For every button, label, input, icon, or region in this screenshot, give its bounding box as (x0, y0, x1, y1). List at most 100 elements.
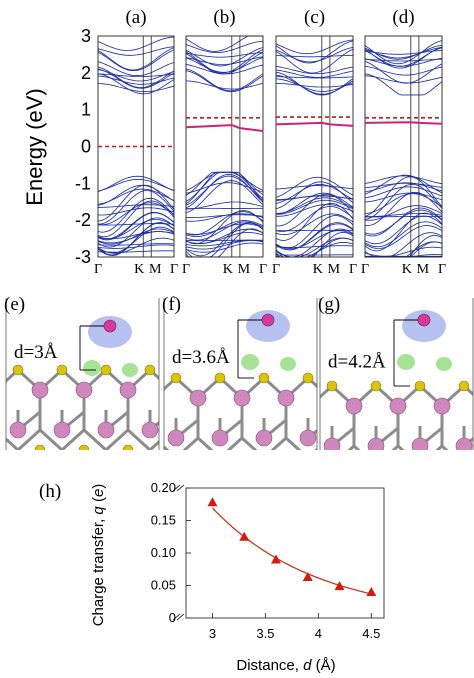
band-y-tick-label: -1 (75, 173, 91, 193)
band-curve (275, 215, 354, 249)
band-curve (97, 228, 175, 245)
band-y-axis-label: Energy (eV) (22, 88, 47, 205)
band-curve (97, 178, 175, 192)
band-curve (185, 51, 264, 58)
chart-x-tick-label: 3 (209, 626, 216, 641)
band-curve (185, 47, 264, 67)
band-panel-frame (185, 35, 264, 258)
band-curve (97, 197, 175, 233)
panel-label-h: (h) (39, 481, 61, 502)
chart-y-tick-label: 0.05 (151, 578, 176, 593)
s-atom (326, 380, 338, 392)
s-atom (369, 453, 379, 463)
mos2-bond (352, 378, 374, 398)
band-curve (364, 46, 443, 69)
mos2-bond (284, 436, 302, 450)
band-panel-frame (275, 35, 354, 258)
band-curve (364, 193, 443, 214)
kpath-label: K (402, 262, 412, 277)
charge-accumulation-cloud (397, 354, 415, 370)
band-curve (275, 192, 354, 215)
impurity-band-line (275, 121, 354, 127)
band-curve (185, 68, 264, 92)
band-panel-label: (a) (125, 7, 146, 28)
s-atom (458, 380, 470, 392)
chart-data-point (334, 581, 345, 591)
band-curve (275, 228, 354, 258)
band-curve (185, 57, 264, 73)
chart-fit-curve (212, 507, 372, 595)
s-atom (414, 380, 426, 392)
band-curve (275, 176, 354, 198)
mo-atom (252, 382, 268, 398)
mo-atom (208, 382, 224, 398)
band-curve (97, 73, 175, 77)
charge-transfer-chart: (h) Charge transfer, q (e) Distance, d (… (39, 480, 385, 674)
mos2-bonds (6, 368, 216, 450)
kpath-label: M (238, 262, 251, 277)
chart-x-tick-label: 4 (315, 626, 322, 641)
s-atom (149, 453, 159, 463)
band-curve (185, 223, 264, 235)
s-atom (0, 445, 1, 455)
band-curve (276, 199, 354, 215)
band-curve (364, 215, 443, 245)
mos2-atoms (149, 372, 379, 463)
mos2-bond (194, 370, 216, 390)
mo-atom (433, 397, 451, 415)
s-atom (258, 372, 270, 384)
band-curve (185, 171, 264, 196)
mo-atom (164, 382, 180, 398)
chart-y-tick-label: 0.10 (151, 545, 176, 560)
structure-panel-e: d=3Å(e) (0, 294, 268, 455)
mos2-bond (396, 444, 405, 450)
band-curve (364, 182, 443, 193)
mo-atom (141, 421, 159, 439)
band-panel-label: (c) (304, 7, 325, 28)
band-curve (185, 220, 264, 238)
band-curve (364, 205, 443, 221)
s-atom (437, 461, 447, 471)
band-curve (364, 58, 442, 62)
band-curve (97, 73, 175, 95)
band-y-tick-label: 2 (81, 63, 91, 83)
mos2-bonds (320, 384, 473, 450)
band-curve (275, 206, 354, 232)
band-curve (275, 39, 354, 55)
band-curve (98, 223, 175, 226)
mos2-bond (82, 428, 108, 450)
mos2-atoms (0, 364, 268, 455)
kpath-label: Γ (170, 262, 178, 277)
band-curve (97, 175, 175, 193)
band-curve (97, 212, 175, 241)
charge-accumulation-cloud (241, 354, 259, 370)
mos2-bond (270, 436, 288, 450)
s-atom (34, 444, 46, 450)
mo-atom (119, 381, 137, 399)
band-curve (185, 49, 264, 74)
kpath-label: K (313, 262, 323, 277)
band-curve (364, 73, 443, 96)
mos2-bond (226, 436, 244, 450)
band-lines (275, 39, 354, 258)
band-curve (275, 183, 354, 204)
band-curve (98, 190, 175, 225)
band-curve (275, 65, 354, 75)
chart-series (207, 497, 377, 596)
s-atom (237, 453, 247, 463)
band-lines (364, 40, 443, 258)
band-curve (364, 174, 443, 195)
band-curve (185, 214, 264, 219)
s-atom (347, 373, 357, 383)
band-curve (275, 193, 354, 227)
band-curve (97, 237, 175, 254)
mo-atom (53, 421, 71, 439)
mos2-bond (435, 444, 444, 450)
band-curve (97, 231, 175, 244)
mos2-bond (182, 436, 200, 450)
band-curve (185, 201, 264, 210)
s-atom (12, 364, 24, 376)
